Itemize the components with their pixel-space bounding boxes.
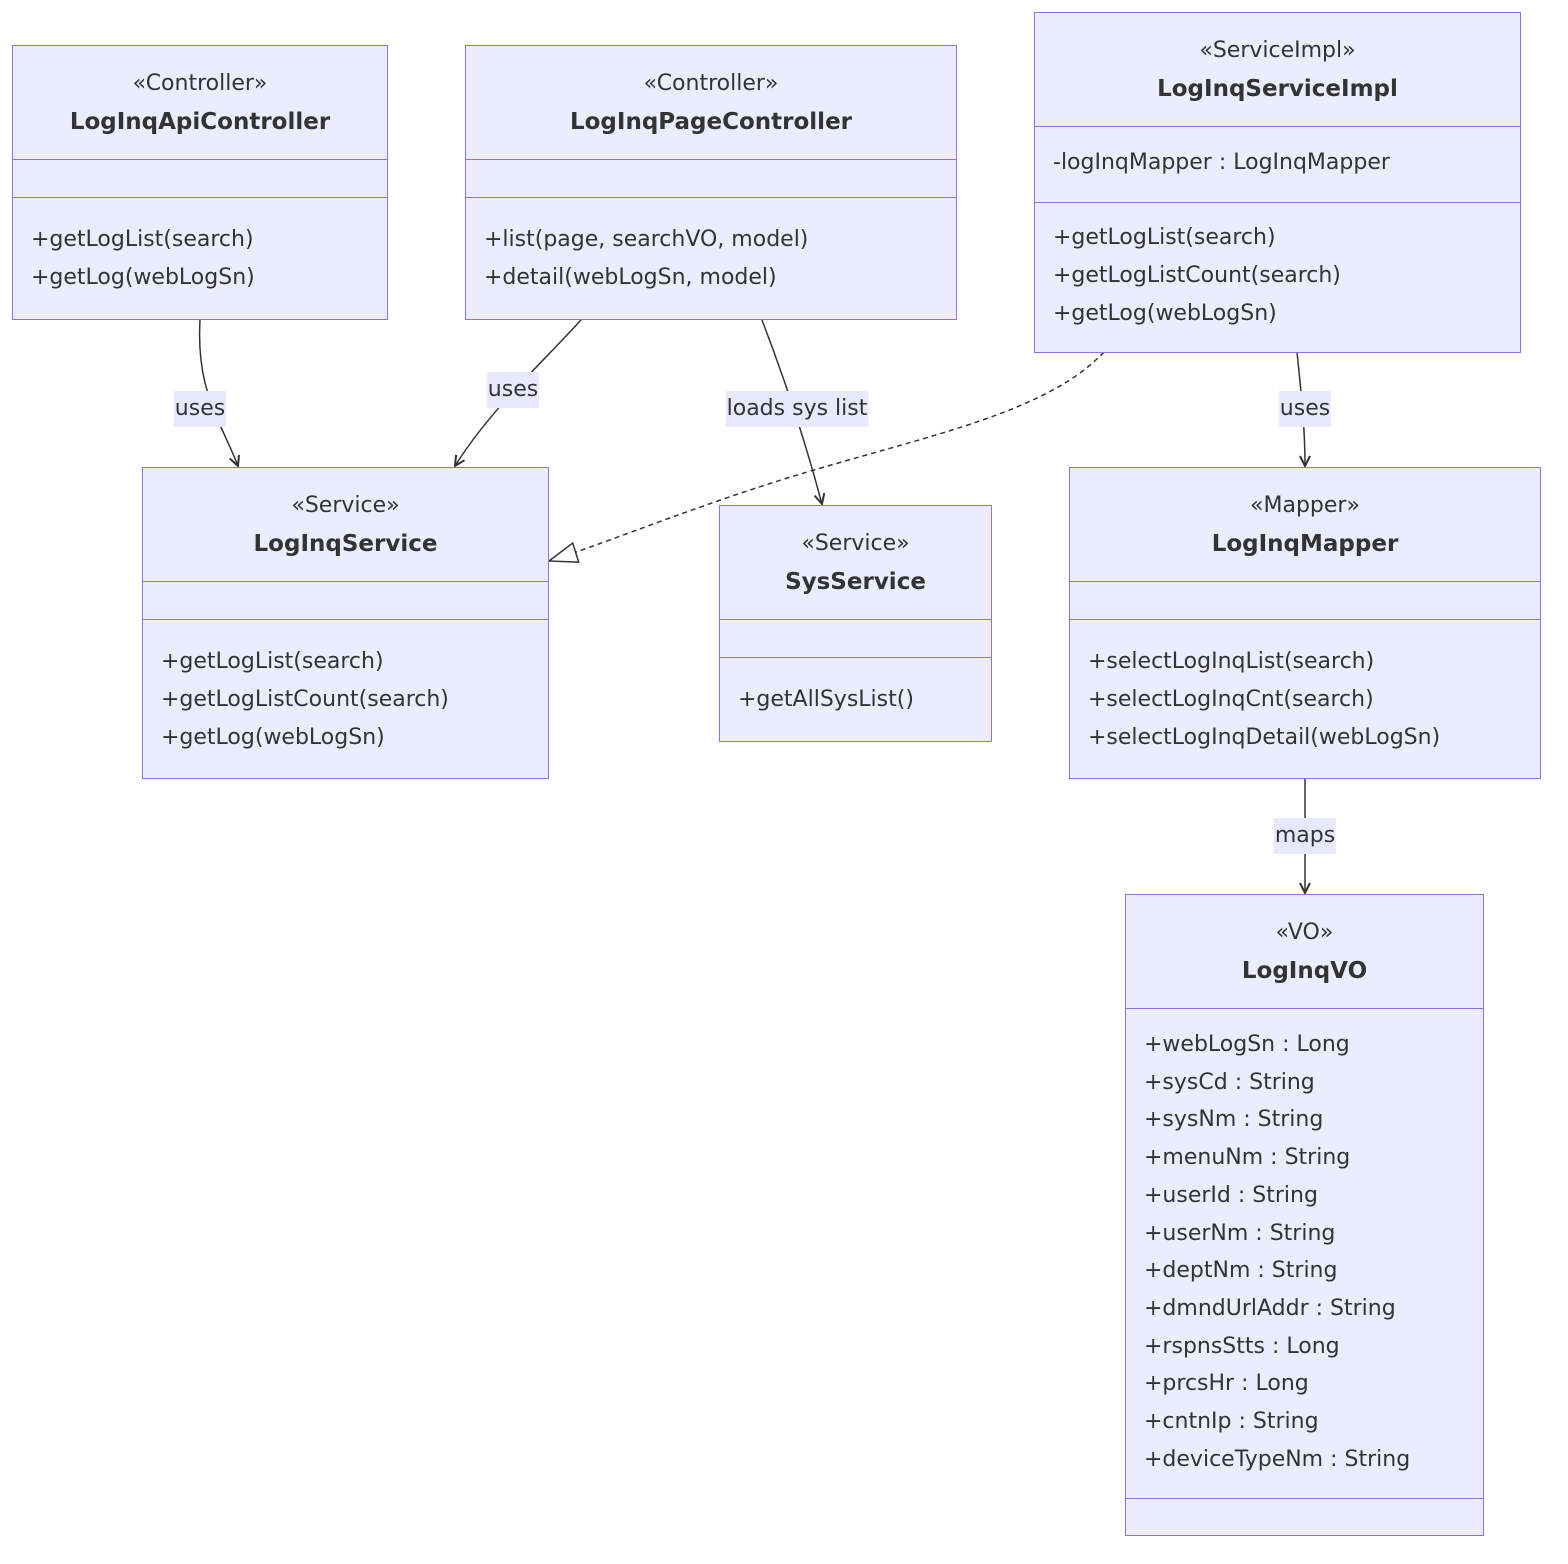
method-row: +getLog(webLogSn) — [31, 265, 255, 290]
method-row: +getLog(webLogSn) — [161, 725, 385, 750]
method-row: +getLogList(search) — [161, 649, 384, 674]
attribute-row: -logInqMapper : LogInqMapper — [1053, 150, 1390, 175]
attribute-row: +userId : String — [1144, 1182, 1318, 1208]
attributes-compartment — [720, 620, 991, 658]
class-stereotype: «VO» — [1275, 919, 1334, 945]
attribute-row: +prcsHr : Long — [1144, 1371, 1309, 1397]
attribute-row: +userNm : String — [1144, 1220, 1336, 1246]
attribute-row: +dmndUrlAddr : String — [1144, 1295, 1396, 1321]
method-row: +selectLogInqCnt(search) — [1088, 687, 1374, 712]
attributes-compartment — [1070, 582, 1540, 620]
attribute-row: +sysCd : String — [1144, 1069, 1315, 1095]
method-row: +getAllSysList() — [738, 687, 914, 712]
method-row: +list(page, searchVO, model) — [484, 227, 809, 252]
attributes-compartment: -logInqMapper : LogInqMapper — [1035, 127, 1520, 203]
class-header: «Controller» LogInqPageController — [466, 46, 956, 160]
attribute-row: +rspnsStts : Long — [1144, 1333, 1340, 1359]
attributes-compartment: +webLogSn : Long +sysCd : String +sysNm … — [1126, 1009, 1483, 1499]
class-header: «VO» LogInqVO — [1126, 895, 1483, 1009]
class-name: SysService — [785, 568, 926, 595]
attributes-compartment — [143, 582, 548, 620]
method-row: +getLog(webLogSn) — [1053, 301, 1277, 326]
methods-compartment: +selectLogInqList(search) +selectLogInqC… — [1070, 620, 1540, 757]
class-stereotype: «Service» — [291, 492, 400, 518]
attribute-row: +deviceTypeNm : String — [1144, 1446, 1411, 1472]
edge-label-mapper-maps: maps — [1273, 818, 1337, 854]
methods-compartment: +getLogList(search) +getLogListCount(sea… — [1035, 203, 1520, 333]
class-loginq-api-controller[interactable]: «Controller» LogInqApiController +getLog… — [12, 45, 388, 320]
attributes-compartment — [466, 160, 956, 198]
class-header: «Service» SysService — [720, 506, 991, 620]
edge-label-page-loads: loads sys list — [725, 391, 869, 427]
class-name: LogInqServiceImpl — [1157, 75, 1398, 102]
methods-compartment: +getAllSysList() — [720, 658, 991, 719]
class-name: LogInqApiController — [69, 108, 331, 135]
edge-label-impl-uses: uses — [1278, 391, 1332, 427]
class-sys-service[interactable]: «Service» SysService +getAllSysList() — [719, 505, 992, 742]
class-name: LogInqService — [253, 530, 438, 557]
method-row: +detail(webLogSn, model) — [484, 265, 777, 290]
class-loginq-page-controller[interactable]: «Controller» LogInqPageController +list(… — [465, 45, 957, 320]
class-header: «Controller» LogInqApiController — [13, 46, 387, 160]
method-row: +getLogList(search) — [1053, 225, 1276, 250]
class-loginq-service-impl[interactable]: «ServiceImpl» LogInqServiceImpl -logInqM… — [1034, 12, 1521, 353]
attribute-row: +menuNm : String — [1144, 1145, 1351, 1171]
edge-label-page-uses: uses — [486, 372, 540, 408]
attribute-row: +webLogSn : Long — [1144, 1032, 1350, 1057]
attribute-row: +sysNm : String — [1144, 1107, 1324, 1133]
method-row: +getLogList(search) — [31, 227, 254, 252]
edge-label-api-uses: uses — [173, 391, 227, 427]
methods-compartment — [1126, 1499, 1483, 1522]
class-stereotype: «Controller» — [132, 70, 268, 96]
class-stereotype: «Service» — [801, 530, 910, 556]
method-row: +getLogListCount(search) — [1053, 263, 1341, 288]
class-loginq-vo[interactable]: «VO» LogInqVO +webLogSn : Long +sysCd : … — [1125, 894, 1484, 1536]
method-row: +selectLogInqList(search) — [1088, 649, 1375, 674]
class-stereotype: «Mapper» — [1250, 492, 1360, 518]
methods-compartment: +list(page, searchVO, model) +detail(web… — [466, 198, 956, 297]
attribute-row: +deptNm : String — [1144, 1258, 1338, 1284]
class-loginq-service[interactable]: «Service» LogInqService +getLogList(sear… — [142, 467, 549, 779]
class-name: LogInqMapper — [1211, 530, 1399, 557]
class-header: «ServiceImpl» LogInqServiceImpl — [1035, 13, 1520, 127]
class-header: «Service» LogInqService — [143, 468, 548, 582]
class-stereotype: «ServiceImpl» — [1199, 37, 1356, 63]
method-row: +selectLogInqDetail(webLogSn) — [1088, 725, 1441, 750]
class-loginq-mapper[interactable]: «Mapper» LogInqMapper +selectLogInqList(… — [1069, 467, 1541, 779]
attributes-compartment — [13, 160, 387, 198]
edge-impl-realizes-service — [549, 351, 1105, 561]
class-stereotype: «Controller» — [643, 70, 779, 96]
methods-compartment: +getLogList(search) +getLog(webLogSn) — [13, 198, 387, 297]
method-row: +getLogListCount(search) — [161, 687, 449, 712]
class-name: LogInqPageController — [569, 108, 853, 135]
methods-compartment: +getLogList(search) +getLogListCount(sea… — [143, 620, 548, 757]
class-header: «Mapper» LogInqMapper — [1070, 468, 1540, 582]
attribute-row: +cntnIp : String — [1144, 1409, 1319, 1435]
class-name: LogInqVO — [1241, 957, 1368, 984]
